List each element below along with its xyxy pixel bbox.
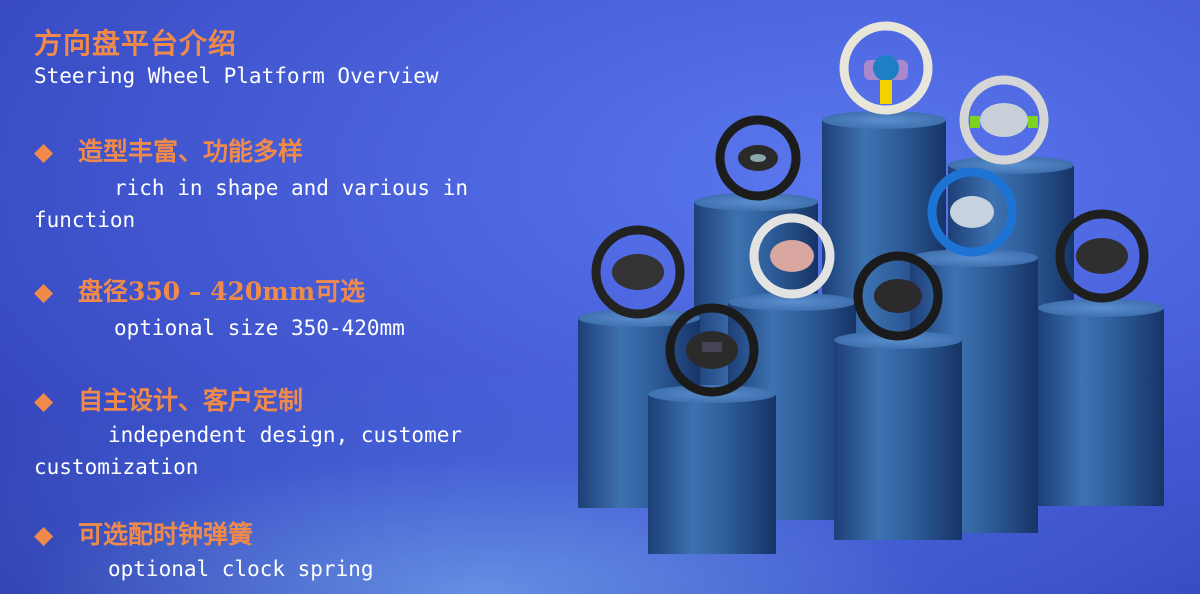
feature-1-title: ◆ 造型丰富、功能多样 (34, 132, 303, 168)
diamond-bullet-icon: ◆ (34, 277, 54, 306)
steering-wheel-icon (839, 21, 933, 115)
feature-3-title: ◆ 自主设计、客户定制 (34, 381, 303, 417)
steering-wheel-icon (853, 251, 943, 341)
pedestal-front-left (648, 385, 776, 554)
pedestal-far-right (1038, 299, 1164, 506)
steering-wheel-icon (591, 225, 685, 319)
steering-wheel-icon (927, 167, 1017, 257)
steering-wheel-icon (959, 75, 1049, 165)
feature-1-en-line1: rich in shape and various in (114, 176, 469, 200)
page-title-zh: 方向盘平台介绍 (34, 27, 238, 60)
pedestal-scene (578, 21, 1164, 554)
product-display (560, 20, 1200, 594)
feature-2-en-line1: optional size 350-420mm (114, 316, 405, 340)
diamond-bullet-icon: ◆ (34, 386, 54, 415)
feature-1-zh: 造型丰富、功能多样 (78, 137, 304, 166)
feature-3-zh: 自主设计、客户定制 (78, 386, 304, 415)
steering-wheel-icon (1055, 209, 1149, 303)
steering-wheel-icon (715, 115, 801, 201)
feature-4-en-line1: optional clock spring (108, 557, 374, 581)
feature-1-en-line2: function (34, 208, 136, 232)
feature-4-title: ◆ 可选配时钟弹簧 (34, 515, 253, 551)
steering-wheel-icon (749, 213, 835, 299)
feature-3-en-line1: independent design, customer (108, 423, 463, 447)
feature-2-title: ◆ 盘径350 – 420mm可选 (34, 272, 365, 308)
feature-2-zh: 盘径350 – 420mm可选 (78, 277, 366, 306)
feature-3-en-line2: customization (34, 455, 199, 479)
page-title-en: Steering Wheel Platform Overview (34, 64, 439, 88)
feature-4-zh: 可选配时钟弹簧 (78, 520, 254, 549)
steering-wheel-icon (665, 303, 759, 397)
pedestal-front-center (834, 331, 962, 540)
diamond-bullet-icon: ◆ (34, 520, 54, 549)
diamond-bullet-icon: ◆ (34, 137, 54, 166)
